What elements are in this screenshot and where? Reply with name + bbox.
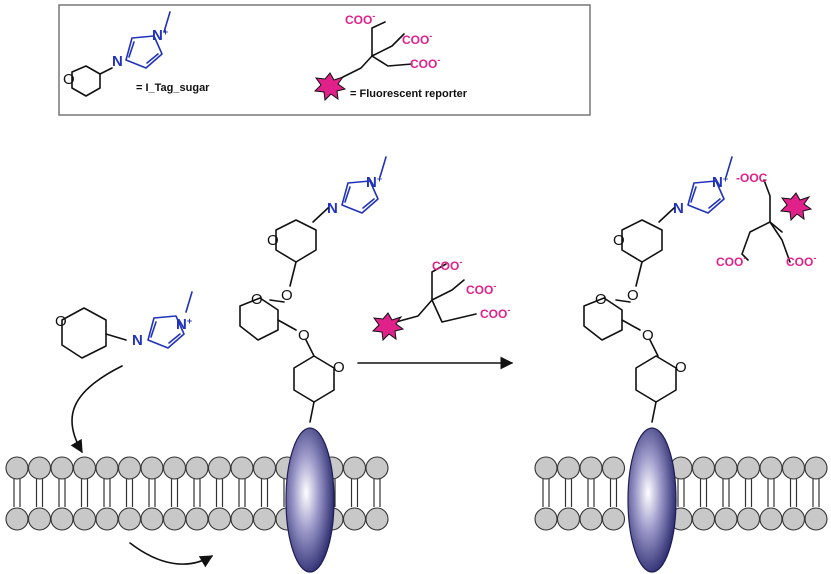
free-nplus-label: N+ xyxy=(176,316,192,333)
lipid-head xyxy=(691,456,716,480)
membrane-protein-icon xyxy=(285,427,335,573)
lipid-head xyxy=(72,507,97,531)
right-labelled-glycoconjugate: N N+ O O O O O -OOC COO- COO- xyxy=(583,156,816,423)
lipid-head xyxy=(252,456,277,480)
lipid-head xyxy=(162,456,187,480)
reagent-reporter: COO- COO- COO- xyxy=(372,257,510,341)
lipid-head xyxy=(556,456,581,480)
star-burst-icon xyxy=(372,312,404,341)
right-coo-reversed: -OOC xyxy=(736,171,768,185)
lipid-head xyxy=(534,507,558,531)
lipid-head xyxy=(207,507,232,531)
lipid-head xyxy=(140,507,164,531)
lipid-head xyxy=(556,507,581,531)
right-ring1-oxygen: O xyxy=(613,232,625,249)
right-coo-1: COO- xyxy=(716,253,746,269)
right-n-label: N xyxy=(673,200,684,217)
lipid-head xyxy=(781,456,806,480)
lipid-head xyxy=(95,507,119,531)
lipid-head xyxy=(804,456,828,480)
legend-reporter-label: = Fluorescent reporter xyxy=(350,88,468,100)
legend-coo-1: COO- xyxy=(345,11,375,27)
mid-link-oxygen-1: O xyxy=(281,287,293,304)
mid-n-label: N xyxy=(327,200,338,217)
lipid-head xyxy=(342,456,367,480)
mid-ring2-oxygen: O xyxy=(251,291,263,308)
right-link-oxygen-2: O xyxy=(642,327,654,344)
legend-reporter-molecule: COO- COO- COO- = Fluorescent reporter xyxy=(314,11,468,101)
lipid-head xyxy=(185,507,209,531)
reagent-coo-2: COO- xyxy=(466,281,496,297)
lipid-head xyxy=(207,456,232,480)
membrane-protein-icon xyxy=(627,427,677,573)
lipid-head xyxy=(736,456,761,480)
lipid-bilayer-right xyxy=(534,456,828,531)
lipid-head xyxy=(804,507,828,531)
mid-ring3-oxygen: O xyxy=(333,359,345,376)
mid-ring1-oxygen: O xyxy=(267,232,279,249)
mid-nplus-label: N+ xyxy=(366,174,382,191)
lipid-head xyxy=(365,456,389,480)
lipid-head xyxy=(252,507,277,531)
lipid-head xyxy=(50,456,74,480)
lipid-head xyxy=(601,456,626,480)
lipid-head xyxy=(736,507,761,531)
legend-coo-2: COO- xyxy=(402,31,432,47)
mid-link-oxygen-2: O xyxy=(298,327,310,344)
lipid-bilayer-left xyxy=(5,456,389,531)
legend-n-label: N xyxy=(112,53,123,70)
lipid-head xyxy=(714,507,738,531)
lipid-head xyxy=(759,507,783,531)
free-tag-sugar: O N N+ xyxy=(55,291,193,359)
free-n-label: N xyxy=(132,332,143,349)
legend-tag-label: = I_Tag_sugar xyxy=(136,82,210,94)
curved-arrow-icon xyxy=(129,542,214,568)
right-link-oxygen-1: O xyxy=(627,287,639,304)
lipid-head xyxy=(5,456,29,480)
lipid-head xyxy=(691,507,716,531)
lipid-head xyxy=(117,456,142,480)
middle-glycoconjugate: N N+ O O O O O xyxy=(239,156,387,423)
curved-arrow-icon xyxy=(70,365,123,454)
right-coo-2: COO- xyxy=(786,253,816,269)
lipid-head xyxy=(117,507,142,531)
lipid-head xyxy=(230,456,254,480)
lipid-head xyxy=(27,507,52,531)
lipid-head xyxy=(579,507,603,531)
lipid-head xyxy=(342,507,367,531)
reagent-coo-3: COO- xyxy=(480,305,510,321)
lipid-head xyxy=(27,456,52,480)
lipid-head xyxy=(230,507,254,531)
legend-box: O N N+ = I_Tag_sugar COO- COO- COO- = Fl… xyxy=(58,4,591,116)
right-ring3-oxygen: O xyxy=(675,359,687,376)
lipid-head xyxy=(781,507,806,531)
lipid-head xyxy=(365,507,389,531)
right-ring2-oxygen: O xyxy=(595,291,607,308)
lipid-head xyxy=(50,507,74,531)
lipid-head xyxy=(162,507,187,531)
lipid-head xyxy=(140,456,164,480)
lipid-head xyxy=(579,456,603,480)
legend-oxygen-label: O xyxy=(63,71,75,88)
legend-coo-3: COO- xyxy=(410,55,440,71)
reagent-coo-1: COO- xyxy=(432,257,462,273)
lipid-head xyxy=(534,456,558,480)
star-burst-icon xyxy=(780,192,812,221)
lipid-head xyxy=(601,507,626,531)
free-oxygen-label: O xyxy=(55,313,67,330)
lipid-head xyxy=(5,507,29,531)
right-nplus-label: N+ xyxy=(712,174,728,191)
lipid-head xyxy=(714,456,738,480)
lipid-head xyxy=(95,456,119,480)
lipid-head xyxy=(759,456,783,480)
lipid-head xyxy=(72,456,97,480)
lipid-head xyxy=(185,456,209,480)
